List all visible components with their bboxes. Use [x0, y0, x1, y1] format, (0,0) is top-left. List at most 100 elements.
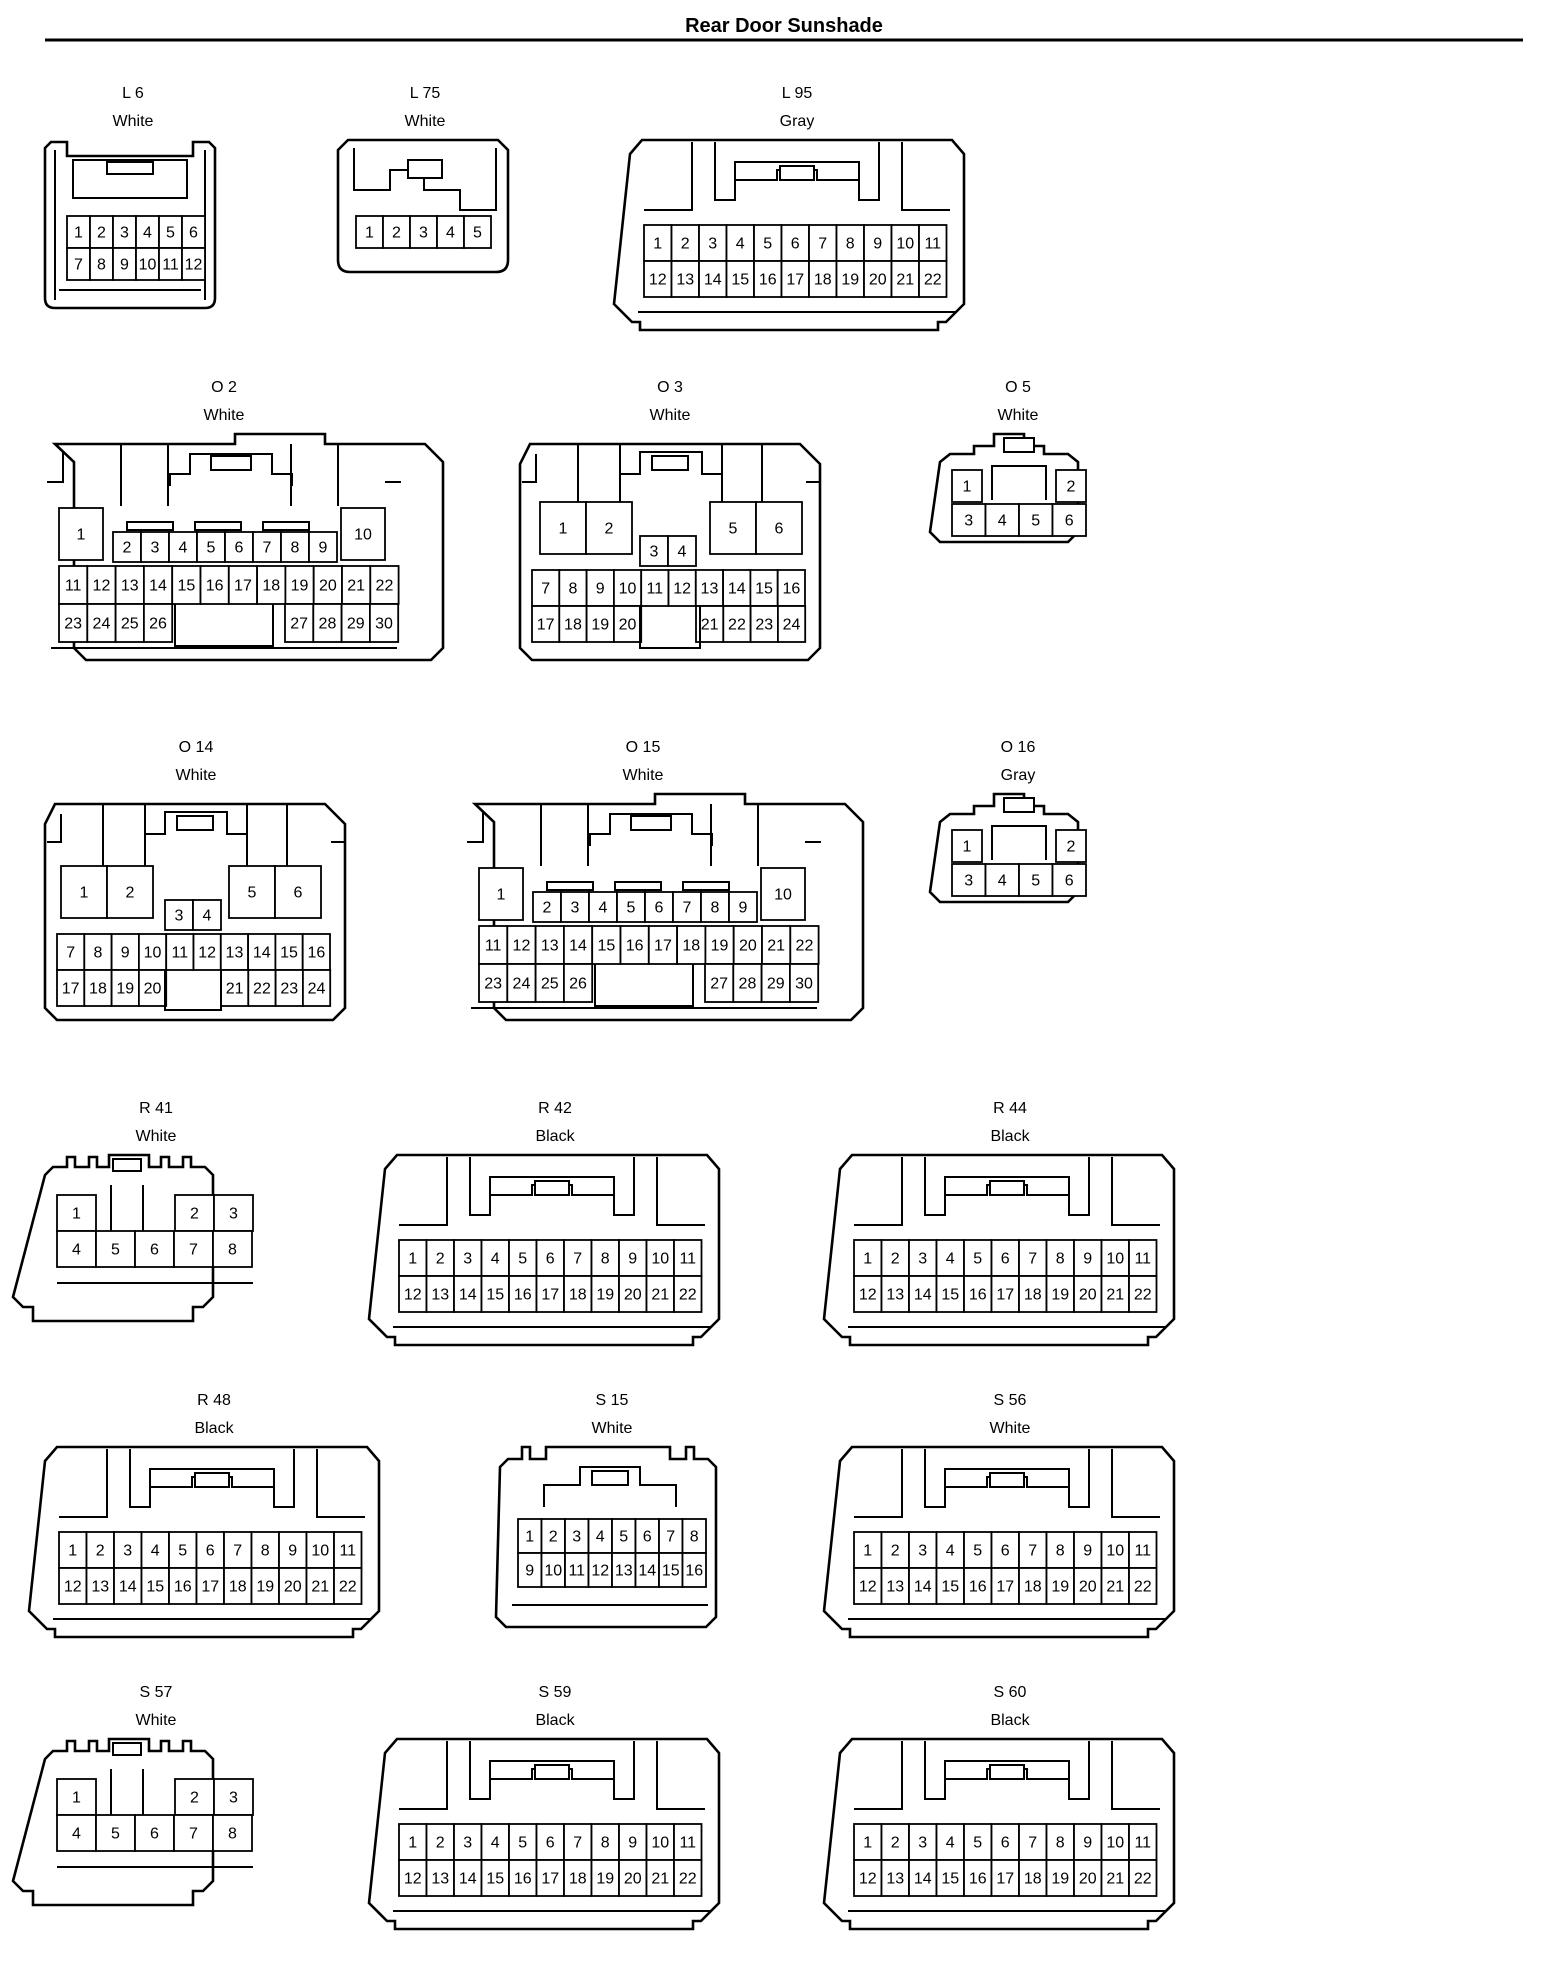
lock-housing	[144, 811, 248, 846]
key-slot	[164, 970, 222, 1011]
pin-number: 2	[891, 1835, 900, 1852]
pin-number: 2	[543, 900, 552, 917]
pin-cell	[753, 260, 783, 298]
pin-number: 11	[679, 1835, 696, 1852]
pin-cell	[698, 260, 728, 298]
pin-number: 22	[253, 981, 271, 998]
pin-cell	[585, 605, 615, 643]
pin-number: 21	[1106, 1579, 1124, 1596]
connector-color-label: Gray	[780, 113, 815, 130]
pin-number: 6	[235, 540, 244, 557]
pin-number: 7	[666, 1529, 675, 1546]
pin-cell	[508, 1239, 538, 1277]
connector-id-label: O 2	[211, 379, 237, 396]
pin-number: 7	[818, 236, 827, 253]
pin-cell	[951, 863, 987, 897]
pin-cell	[563, 963, 594, 1003]
pin-cell	[368, 603, 400, 643]
pin-number: 8	[1056, 1835, 1065, 1852]
pin-number: 11	[1134, 1251, 1151, 1268]
pin-number: 22	[728, 617, 746, 634]
pin-cell	[1018, 1239, 1048, 1277]
pin-number: 3	[964, 873, 973, 890]
pin-number: 20	[624, 1871, 642, 1888]
pin-cell	[880, 1567, 910, 1605]
pin-cell	[776, 569, 806, 607]
connector-color-label: White	[405, 113, 446, 130]
pin-number: 29	[767, 976, 785, 993]
pin-number: 10	[896, 236, 914, 253]
lock-tab	[407, 159, 443, 179]
pin-number: 7	[189, 1826, 198, 1843]
pin-number: 7	[1028, 1251, 1037, 1268]
pin-number: 1	[72, 1790, 81, 1807]
pin-number: 9	[739, 900, 748, 917]
pin-number: 7	[541, 581, 550, 598]
pin-cell	[618, 1823, 648, 1861]
pin-cell	[1018, 1859, 1048, 1897]
pin-number: 5	[1031, 513, 1040, 530]
pin-cell	[301, 969, 332, 1007]
pin-number: 6	[1001, 1835, 1010, 1852]
pin-number: 4	[179, 540, 188, 557]
pin-cell	[1100, 1567, 1130, 1605]
pin-cell	[984, 503, 1020, 537]
pin-cell	[228, 865, 276, 919]
pin-number: 7	[573, 1251, 582, 1268]
pin-cell	[95, 1230, 136, 1268]
pin-cell	[616, 891, 646, 923]
pin-number: 9	[628, 1251, 637, 1268]
pin-number: 16	[514, 1287, 532, 1304]
key-slot	[594, 964, 694, 1007]
pin-number: 4	[446, 225, 455, 242]
pin-number: 9	[596, 581, 605, 598]
pin-number: 16	[969, 1579, 987, 1596]
pin-cell	[640, 569, 670, 607]
pin-number: 2	[96, 1543, 105, 1560]
pin-number: 18	[1024, 1579, 1042, 1596]
pin-number: 20	[619, 617, 637, 634]
pin-number: 4	[72, 1242, 81, 1259]
lock-housing	[469, 1741, 635, 1800]
pin-number: 4	[151, 1543, 160, 1560]
pin-number: 7	[683, 900, 692, 917]
pin-number: 17	[996, 1579, 1014, 1596]
pin-number: 19	[841, 272, 859, 289]
pin-number: 16	[307, 945, 325, 962]
connector-id-label: O 3	[657, 379, 683, 396]
lock-tab	[112, 1158, 142, 1172]
pin-number: 22	[679, 1871, 697, 1888]
pin-number: 21	[311, 1579, 329, 1596]
pin-number: 8	[601, 1835, 610, 1852]
pin-number: 3	[650, 544, 659, 561]
connector-color-label: Gray	[1001, 767, 1036, 784]
pin-number: 18	[89, 981, 107, 998]
pin-number: 5	[619, 1529, 628, 1546]
pin-cell	[645, 1859, 675, 1897]
pin-number: 4	[998, 513, 1007, 530]
pin-number: 16	[206, 578, 224, 595]
pin-cell	[853, 1531, 883, 1569]
pin-number: 17	[537, 617, 555, 634]
pin-number: 6	[546, 1835, 555, 1852]
pin-number: 18	[1024, 1871, 1042, 1888]
pin-number: 20	[1079, 1579, 1097, 1596]
pin-number: 4	[596, 1529, 605, 1546]
pin-cell	[618, 1859, 648, 1897]
pin-number: 18	[564, 617, 582, 634]
connector-color-label: White	[592, 1420, 633, 1437]
pin-cell	[918, 260, 948, 298]
pin-number: 4	[736, 236, 745, 253]
pin-cell	[333, 1531, 363, 1569]
pin-cell	[760, 963, 791, 1003]
pin-cell	[480, 1275, 510, 1313]
pin-number: 1	[77, 527, 86, 544]
lock-housing	[543, 1466, 677, 1507]
pin-cell	[676, 925, 707, 965]
pin-cell	[1018, 863, 1054, 897]
pin-number: 12	[859, 1287, 877, 1304]
lock-housing	[991, 465, 1047, 500]
lock-tab	[534, 1180, 570, 1196]
